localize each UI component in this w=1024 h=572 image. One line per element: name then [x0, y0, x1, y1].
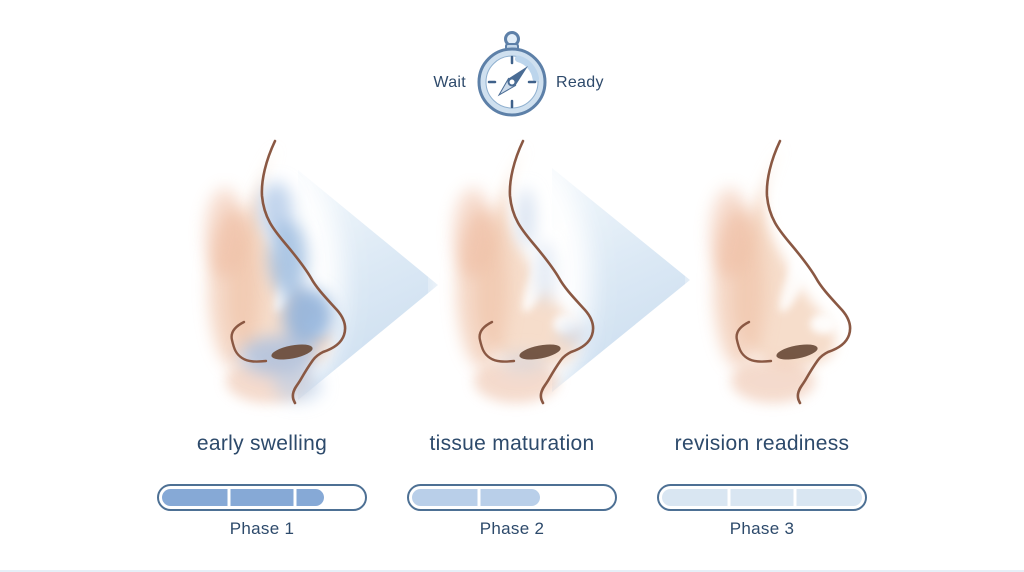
- bottom-accent-line: [0, 570, 1024, 572]
- progress-track: [162, 489, 362, 506]
- progress-track: [412, 489, 612, 506]
- stage-caption: early swelling: [196, 432, 328, 455]
- bar-segment-divider: [227, 489, 231, 506]
- stage-column-2: tissue maturation Phase 2: [387, 430, 637, 539]
- bar-segment-divider: [293, 489, 297, 506]
- progress-bar-phase-2: [407, 484, 617, 511]
- progress-bar-phase-3: [657, 484, 867, 511]
- gauge-wait-label: Wait: [433, 74, 466, 91]
- stage-caption: revision readiness: [674, 432, 850, 455]
- stage-column-3: revision readiness Phase 3: [637, 430, 887, 539]
- stages-row: early swelling Phase 1 tissue maturation…: [0, 430, 1024, 539]
- bar-segment-divider: [793, 489, 797, 506]
- bar-segment-divider: [727, 489, 731, 506]
- bar-segment-divider: [477, 489, 481, 506]
- phase-label: Phase 2: [479, 519, 545, 538]
- stage-column-1: early swelling Phase 1: [137, 430, 387, 539]
- nose-illustration-phase-1: [180, 139, 347, 428]
- stopwatch-compass-icon: [477, 31, 547, 117]
- nose-illustration-phase-3: [685, 139, 852, 428]
- phase-label: Phase 1: [229, 519, 295, 538]
- progress-fill: [162, 489, 324, 506]
- progress-bar-phase-1: [157, 484, 367, 511]
- stage-caption: tissue maturation: [429, 432, 595, 455]
- progress-track: [662, 489, 862, 506]
- progress-fill: [662, 489, 862, 506]
- gauge-ready-label: Ready: [556, 74, 604, 91]
- nose-illustration-phase-2: [428, 139, 595, 428]
- progress-fill: [412, 489, 540, 506]
- phase-label: Phase 3: [729, 519, 795, 538]
